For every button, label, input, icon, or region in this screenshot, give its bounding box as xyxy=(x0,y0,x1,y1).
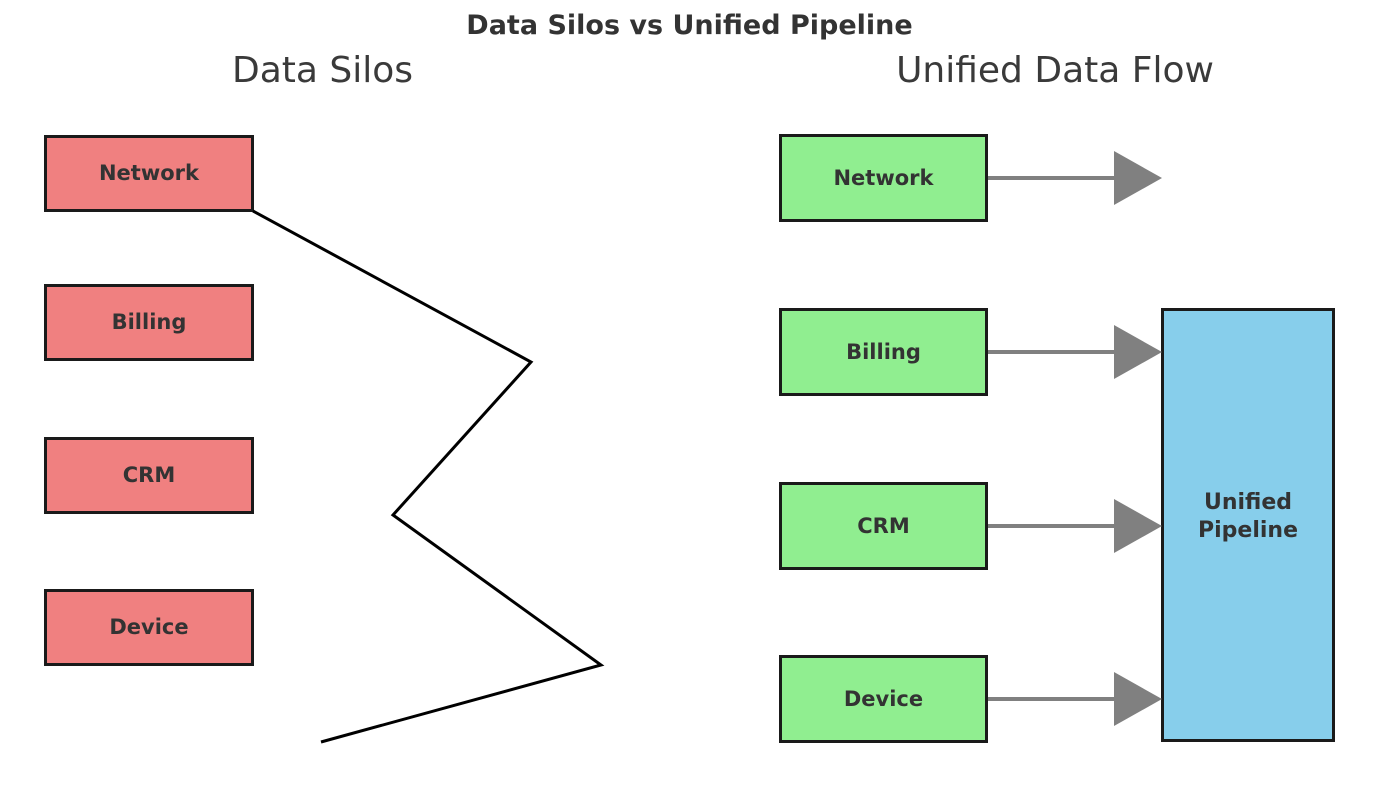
pipeline-label-line1: Unified xyxy=(1203,490,1293,515)
source-box-crm[interactable]: CRM xyxy=(779,482,988,570)
flow-arrow-head-device xyxy=(1114,672,1162,726)
left-panel-title: Data Silos xyxy=(231,50,414,91)
silo-box-billing[interactable]: Billing xyxy=(44,284,254,361)
source-box-billing[interactable]: Billing xyxy=(779,308,988,396)
silo-box-device[interactable]: Device xyxy=(44,589,254,666)
unified-pipeline-box[interactable]: Unified Pipeline xyxy=(1161,308,1335,742)
flow-arrow-head-billing xyxy=(1114,325,1162,379)
silo-box-crm[interactable]: CRM xyxy=(44,437,254,514)
unified-pipeline-label: Unified Pipeline xyxy=(1164,489,1332,544)
source-box-device[interactable]: Device xyxy=(779,655,988,743)
tangled-silo-connector-line xyxy=(252,209,605,744)
page-title: Data Silos vs Unified Pipeline xyxy=(466,10,913,41)
silo-box-network[interactable]: Network xyxy=(44,135,254,212)
flow-arrow-head-network xyxy=(1114,151,1162,205)
pipeline-label-line2: Pipeline xyxy=(1198,517,1298,543)
right-panel-title: Unified Data Flow xyxy=(896,50,1214,91)
source-box-network[interactable]: Network xyxy=(779,134,988,222)
flow-arrow-group xyxy=(988,151,1162,726)
flow-arrow-head-crm xyxy=(1114,499,1162,553)
